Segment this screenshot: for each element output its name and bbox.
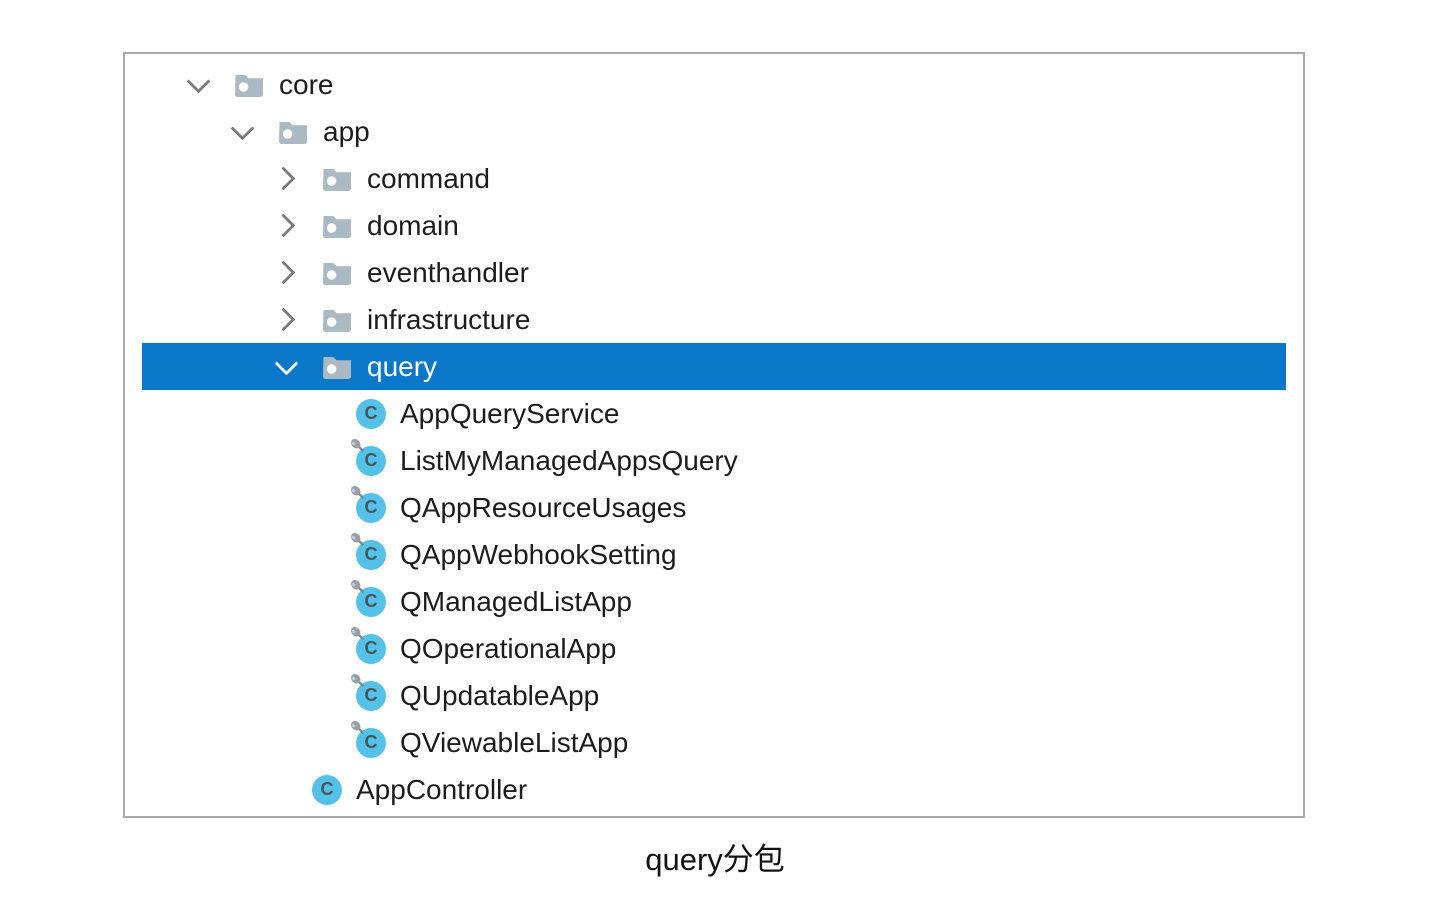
- class-icon-letter: C: [364, 638, 378, 658]
- class-icon-letter: C: [364, 732, 378, 752]
- tree-row-infrastructure[interactable]: infrastructure: [142, 296, 1286, 343]
- tree-row-label: app: [323, 115, 370, 147]
- caption-cjk: 分包: [722, 842, 785, 877]
- class-icon: C: [312, 774, 342, 805]
- tree-row-label: core: [279, 68, 334, 100]
- project-tree-panel: core app command: [123, 52, 1305, 818]
- class-icon: C: [356, 398, 386, 429]
- pin-icon: [351, 673, 364, 687]
- tree-row-query[interactable]: query: [142, 343, 1286, 390]
- class-icon: C: [351, 626, 386, 664]
- figure-caption: query分包: [0, 834, 1430, 879]
- tree-row-label: QUpdatableApp: [400, 679, 600, 711]
- tree-row-label: command: [367, 162, 490, 194]
- chevron-right-icon[interactable]: [277, 155, 321, 202]
- folder-icon: [323, 262, 351, 285]
- class-icon-letter: C: [364, 450, 378, 470]
- pin-icon: [351, 720, 364, 734]
- folder-icon: [323, 215, 351, 238]
- folder-icon: [235, 74, 263, 97]
- chevron-icon: [277, 766, 312, 813]
- pin-icon: [351, 485, 364, 499]
- tree-row-qappwebhooksetting[interactable]: C QAppWebhookSetting: [142, 531, 1286, 578]
- tree-row-label: QManagedListApp: [400, 585, 632, 617]
- chevron-icon: [321, 390, 356, 437]
- class-icon-letter: C: [320, 779, 334, 799]
- chevron-right-icon[interactable]: [277, 296, 321, 343]
- tree-row-qviewablelistapp[interactable]: C QViewableListApp: [142, 719, 1286, 766]
- tree-row-app[interactable]: app: [142, 108, 1286, 155]
- chevron-right-icon[interactable]: [277, 202, 321, 249]
- tree-row-domain[interactable]: domain: [142, 202, 1286, 249]
- tree-row-eventhandler[interactable]: eventhandler: [142, 249, 1286, 296]
- tree-row-qupdatableapp[interactable]: C QUpdatableApp: [142, 672, 1286, 719]
- tree-row-label: ListMyManagedAppsQuery: [400, 444, 738, 476]
- folder-icon: [323, 309, 351, 332]
- folder-icon: [323, 168, 351, 191]
- tree-row-label: eventhandler: [367, 256, 529, 288]
- class-icon: C: [351, 485, 386, 523]
- pin-icon: [351, 532, 364, 546]
- tree-row-label: QAppWebhookSetting: [400, 538, 677, 570]
- tree-row-qmanagedlistapp[interactable]: C QManagedListApp: [142, 578, 1286, 625]
- tree-row-label: AppQueryService: [400, 397, 620, 429]
- tree-row-qoperationalapp[interactable]: C QOperationalApp: [142, 625, 1286, 672]
- project-tree: core app command: [142, 61, 1286, 813]
- tree-row-label: domain: [367, 209, 459, 241]
- class-icon: C: [351, 579, 386, 617]
- class-icon-letter: C: [364, 685, 378, 705]
- pin-icon: [351, 579, 364, 593]
- tree-row-qappresourceusages[interactable]: C QAppResourceUsages: [142, 484, 1286, 531]
- tree-row-label: query: [367, 350, 438, 382]
- class-icon-letter: C: [364, 403, 378, 423]
- pin-icon: [351, 626, 364, 640]
- class-icon-letter: C: [364, 544, 378, 564]
- pin-icon: [351, 438, 364, 452]
- chevron-down-icon[interactable]: [233, 108, 277, 155]
- tree-row-label: QAppResourceUsages: [400, 491, 687, 523]
- folder-icon: [323, 356, 351, 379]
- folder-icon: [279, 121, 307, 144]
- chevron-right-icon[interactable]: [277, 249, 321, 296]
- caption-latin: query: [645, 842, 723, 877]
- chevron-down-icon[interactable]: [189, 61, 233, 108]
- class-icon-letter: C: [364, 591, 378, 611]
- tree-row-label: AppController: [356, 773, 528, 805]
- chevron-down-icon[interactable]: [277, 343, 321, 390]
- class-icon: C: [351, 720, 386, 758]
- tree-row-label: infrastructure: [367, 303, 531, 335]
- tree-row-command[interactable]: command: [142, 155, 1286, 202]
- tree-row-listmymanagedappsquery[interactable]: C ListMyManagedAppsQuery: [142, 437, 1286, 484]
- tree-row-label: QViewableListApp: [400, 726, 629, 758]
- class-icon: C: [351, 673, 386, 711]
- class-icon-letter: C: [364, 497, 378, 517]
- class-icon: C: [351, 532, 386, 570]
- tree-row-appqueryservice[interactable]: C AppQueryService: [142, 390, 1286, 437]
- tree-row-appcontroller[interactable]: C AppController: [142, 766, 1286, 813]
- class-icon: C: [351, 438, 386, 476]
- tree-row-core[interactable]: core: [142, 61, 1286, 108]
- tree-row-label: QOperationalApp: [400, 632, 617, 664]
